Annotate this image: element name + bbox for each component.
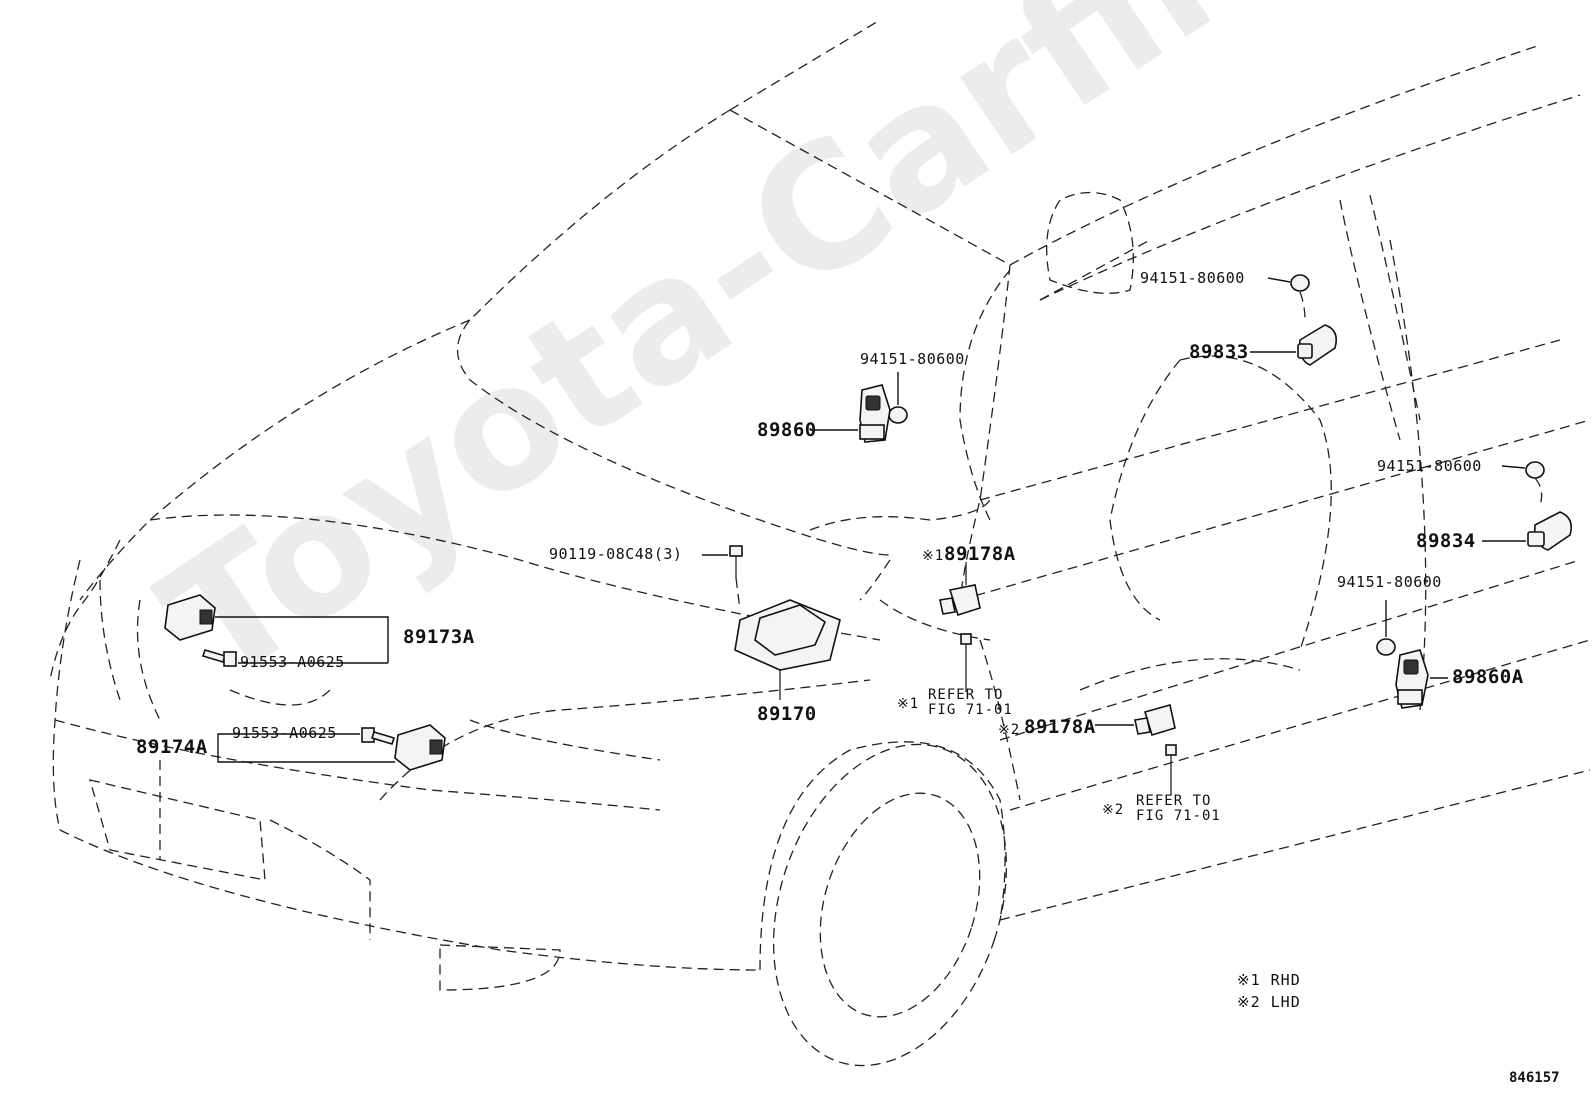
legend-rhd-mark: ※1 xyxy=(1237,971,1261,989)
label-89833: 89833 xyxy=(1189,341,1249,363)
label-94151-top-right: 94151-80600 xyxy=(1140,269,1245,287)
label-89860: 89860 xyxy=(757,419,817,441)
clip-94151-mid-right xyxy=(1501,461,1545,506)
label-89178A-lhd-mark: ※2 xyxy=(998,722,1021,738)
refer-note-rhd-line1: REFER TO xyxy=(928,687,1004,703)
clip-94151-low-right xyxy=(1376,600,1396,656)
refer-note-rhd-mark: ※1 xyxy=(897,696,920,712)
refer-note-lhd-line2: FIG 71-01 xyxy=(1136,808,1221,824)
sensor-89178A-lhd xyxy=(1095,704,1177,795)
legend-lhd-mark: ※2 xyxy=(1237,993,1261,1011)
refer-note-lhd-mark: ※2 xyxy=(1102,802,1125,818)
label-89178A-rhd: 89178A xyxy=(944,543,1016,565)
clip-94151-top-right xyxy=(1267,274,1310,321)
vehicle-outline xyxy=(49,19,1591,1067)
sensor-89834 xyxy=(1482,511,1573,551)
sensor-89178A-rhd xyxy=(939,562,981,692)
ecu-89170 xyxy=(734,599,841,700)
legend-lhd-text: LHD xyxy=(1270,993,1301,1011)
legend-rhd-text: RHD xyxy=(1270,971,1301,989)
legend-lhd: ※2 LHD xyxy=(1237,995,1301,1010)
legend-rhd: ※1 RHD xyxy=(1237,973,1301,988)
label-94151-low-right: 94151-80600 xyxy=(1337,573,1442,591)
bolt-90119 xyxy=(702,545,743,611)
sensor-89174A xyxy=(217,724,446,771)
label-91553-upper: 91553-A0625 xyxy=(240,653,345,671)
label-94151-center: 94151-80600 xyxy=(860,350,965,368)
refer-note-lhd-line1: REFER TO xyxy=(1136,793,1212,809)
label-89174A: 89174A xyxy=(136,736,208,758)
sensor-89833 xyxy=(1250,324,1338,366)
bolt-91553-upper xyxy=(201,649,237,667)
clip-94151-center xyxy=(888,372,908,424)
sensor-89173A xyxy=(164,594,389,664)
figure-code: 846157 xyxy=(1509,1070,1560,1086)
label-89834: 89834 xyxy=(1416,530,1476,552)
label-91553-lower: 91553-A0625 xyxy=(232,724,337,742)
label-89170: 89170 xyxy=(757,703,817,725)
sensor-89860 xyxy=(810,384,891,443)
sensor-89860A xyxy=(1395,649,1448,709)
bolt-91553-lower xyxy=(361,727,396,745)
label-89860A: 89860A xyxy=(1452,666,1524,688)
label-89178A-lhd: 89178A xyxy=(1024,716,1096,738)
label-90119: 90119-08C48(3) xyxy=(549,545,683,563)
refer-note-rhd-line2: FIG 71-01 xyxy=(928,702,1013,718)
label-94151-mid-right: 94151-80600 xyxy=(1377,457,1482,475)
label-89173A: 89173A xyxy=(403,626,475,648)
label-89178A-rhd-mark: ※1 xyxy=(922,548,945,564)
